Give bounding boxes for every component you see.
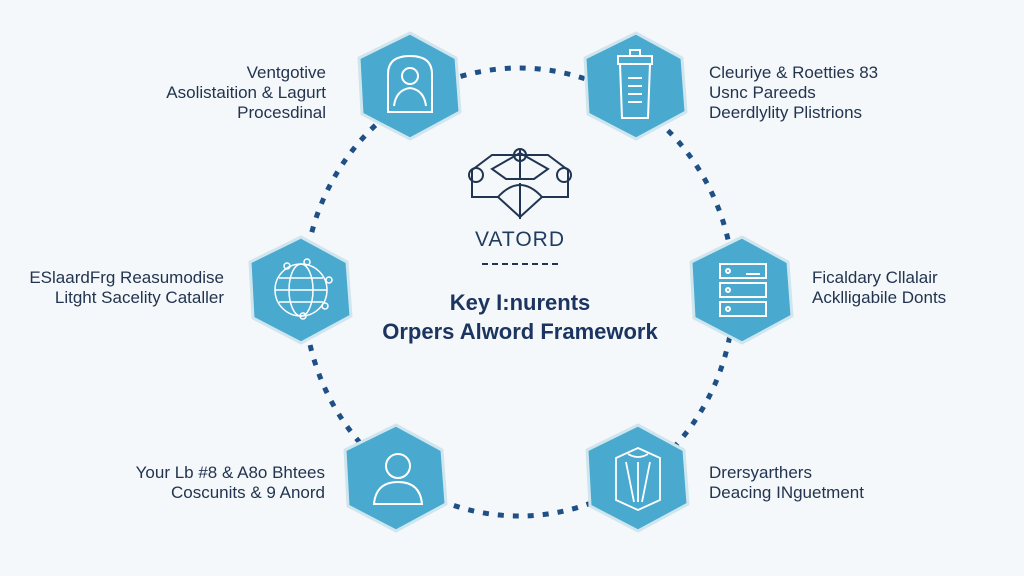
- jacket-shield-icon: [585, 423, 690, 533]
- label-line: Deerdlylity Plistrions: [709, 103, 863, 122]
- title-line-2: Orpers Alword Framework: [382, 319, 658, 344]
- label-line: Cleuriye & Roetties 83: [709, 63, 879, 82]
- network-shield-icon: [468, 148, 572, 219]
- label-line: Drersyarthers: [709, 463, 812, 482]
- label-line: Litght Sacelity Cataller: [54, 288, 224, 307]
- globe-network-icon: [248, 235, 353, 345]
- label-line: ESlaardFrg Reasumodise: [29, 268, 224, 287]
- label-line: Coscunits & 9 Anord: [170, 483, 325, 502]
- brand-name: VATORD: [474, 228, 565, 251]
- label-line: Ficaldary Cllalair: [812, 268, 938, 287]
- label-line: Your Lb #8 & A8o Bhtees: [135, 463, 325, 482]
- label-line: Asolistaition & Lagurt: [166, 83, 326, 102]
- label-line: Deacing INguetment: [709, 483, 864, 502]
- diagram-title: Key I:nurents Orpers Alword Framework: [360, 288, 680, 346]
- document-clipboard-icon: [583, 31, 688, 141]
- label-line: Ventgotive: [246, 63, 326, 82]
- label-line: Usnc Pareeds: [709, 83, 816, 102]
- node-6: [582, 422, 694, 534]
- node-2: [580, 30, 692, 142]
- person-portrait-icon: [357, 31, 462, 141]
- node-5: [340, 422, 452, 534]
- node-4: [686, 234, 798, 346]
- user-profile-icon: [343, 423, 448, 533]
- label-line: Procesdinal: [237, 103, 326, 122]
- title-line-1: Key I:nurents: [449, 290, 591, 315]
- label-line: Acklligabile Donts: [812, 288, 947, 307]
- node-3: [245, 234, 357, 346]
- divider: [482, 263, 558, 265]
- node-1: [354, 30, 466, 142]
- server-rack-icon: [689, 235, 794, 345]
